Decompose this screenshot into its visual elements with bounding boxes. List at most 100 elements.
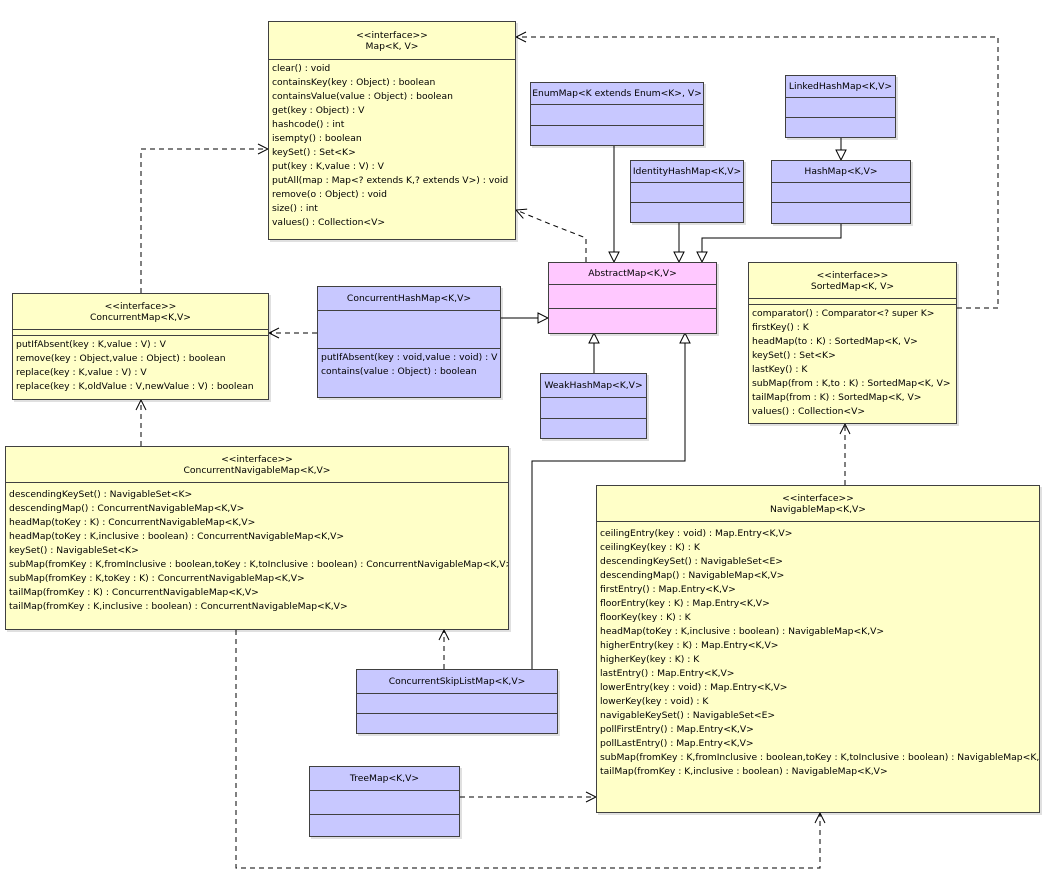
concurrentnavigablemap-header: <<interface>> ConcurrentNavigableMap<K,V… — [6, 447, 508, 483]
linkedhashmap-name: LinkedHashMap<K,V> — [788, 81, 893, 92]
sortedmap-name: SortedMap<K, V> — [810, 280, 895, 292]
navigablemap-operation: firstEntry() : Map.Entry<K,V> — [600, 584, 736, 595]
navigablemap-interface-box[interactable]: <<interface>> NavigableMap<K,V> ceilingE… — [596, 485, 1040, 813]
sortedmap-operation: headMap(to : K) : SortedMap<K, V> — [752, 336, 918, 347]
concurrentskiplistmap-attributes — [357, 694, 557, 714]
enummap-header: EnumMap<K extends Enum<K>, V> — [531, 83, 703, 105]
navigablemap-operation: navigableKeySet() : NavigableSet<E> — [600, 710, 776, 721]
abstractmap-attributes — [549, 285, 716, 309]
weakhashmap-attributes — [541, 398, 646, 419]
navigablemap-header: <<interface>> NavigableMap<K,V> — [597, 486, 1039, 522]
hashmap-class-box[interactable]: HashMap<K,V> — [771, 160, 911, 224]
identityhashmap-attributes — [631, 183, 743, 203]
concurrentmap-interface-box[interactable]: <<interface>> ConcurrentMap<K,V> putIfAb… — [12, 293, 269, 400]
concurrenthashmap-operation: putIfAbsent(key : void,value : void) : V — [321, 352, 498, 363]
hashmap-header: HashMap<K,V> — [772, 161, 910, 183]
concurrentnavigablemap-name: ConcurrentNavigableMap<K,V> — [183, 464, 331, 476]
sortedmap-attributes — [749, 299, 956, 305]
sortedmap-operation: firstKey() : K — [752, 322, 809, 333]
concurrenthashmap-class-box[interactable]: ConcurrentHashMap<K,V> putIfAbsent(key :… — [317, 286, 501, 398]
weakhashmap-class-box[interactable]: WeakHashMap<K,V> — [540, 373, 647, 439]
linkedhashmap-class-box[interactable]: LinkedHashMap<K,V> — [785, 75, 896, 138]
enummap-attributes — [531, 105, 703, 126]
map-operations: clear() : void containsKey(key : Object)… — [269, 60, 515, 230]
concurrenthashmap-header: ConcurrentHashMap<K,V> — [318, 287, 500, 311]
navigablemap-operation: higherEntry(key : K) : Map.Entry<K,V> — [600, 640, 779, 651]
sortedmap-header: <<interface>> SortedMap<K, V> — [749, 263, 956, 299]
abstractmap-header: AbstractMap<K,V> — [549, 263, 716, 285]
concurrentnavigablemap-operation: tailMap(fromKey : K,inclusive : boolean)… — [9, 601, 348, 612]
navigablemap-stereotype: <<interface>> — [782, 492, 854, 504]
concurrenthashmap-attributes — [318, 311, 500, 349]
map-operation: get(key : Object) : V — [272, 105, 365, 116]
sortedmap-operation: tailMap(from : K) : SortedMap<K, V> — [752, 392, 922, 403]
sortedmap-operation: values() : Collection<V> — [752, 406, 866, 417]
concurrentmap-operation: putIfAbsent(key : K,value : V) : V — [16, 339, 166, 350]
navigablemap-operation: higherKey(key : K) : K — [600, 654, 700, 665]
map-operation: remove(o : Object) : void — [272, 189, 387, 200]
concurrentmap-operations: putIfAbsent(key : K,value : V) : V remov… — [13, 336, 268, 394]
weakhashmap-header: WeakHashMap<K,V> — [541, 374, 646, 398]
navigablemap-operation: lastEntry() : Map.Entry<K,V> — [600, 668, 735, 679]
map-operation: values() : Collection<V> — [272, 217, 386, 228]
navigablemap-operation: floorEntry(key : K) : Map.Entry<K,V> — [600, 598, 770, 609]
concurrentskiplistmap-class-box[interactable]: ConcurrentSkipListMap<K,V> — [356, 669, 558, 734]
sortedmap-operations: comparator() : Comparator<? super K> fir… — [749, 305, 956, 419]
concurrentnavigablemap-operation: tailMap(fromKey : K) : ConcurrentNavigab… — [9, 587, 259, 598]
linkedhashmap-attributes — [786, 98, 895, 118]
treemap-name: TreeMap<K,V> — [349, 773, 420, 784]
abstractmap-class-box[interactable]: AbstractMap<K,V> — [548, 262, 717, 334]
map-operation: isempty() : boolean — [272, 133, 362, 144]
sortedmap-operation: keySet() : Set<K> — [752, 350, 836, 361]
concurrentnavigablemap-operations: descendingKeySet() : NavigableSet<K> des… — [6, 483, 508, 614]
map-operation: containsKey(key : Object) : boolean — [272, 77, 436, 88]
sortedmap-operation: subMap(from : K,to : K) : SortedMap<K, V… — [752, 378, 951, 389]
hashmap-name: HashMap<K,V> — [804, 166, 878, 177]
sortedmap-stereotype: <<interface>> — [816, 269, 889, 281]
map-operation: put(key : K,value : V) : V — [272, 161, 384, 172]
identityhashmap-name: IdentityHashMap<K,V> — [632, 166, 742, 177]
identityhashmap-header: IdentityHashMap<K,V> — [631, 161, 743, 183]
concurrentmap-operation: replace(key : K,oldValue : V,newValue : … — [16, 381, 254, 392]
identityhashmap-operations — [631, 203, 743, 222]
navigablemap-operation: pollFirstEntry() : Map.Entry<K,V> — [600, 724, 754, 735]
concurrentnavigablemap-operation: subMap(fromKey : K,toKey : K) : Concurre… — [9, 573, 305, 584]
hashmap-attributes — [772, 183, 910, 203]
enummap-operations — [531, 126, 703, 145]
navigablemap-operation: ceilingKey(key : K) : K — [600, 542, 700, 553]
weakhashmap-name: WeakHashMap<K,V> — [544, 380, 643, 391]
concurrenthashmap-operation: contains(value : Object) : boolean — [321, 366, 477, 377]
enummap-name: EnumMap<K extends Enum<K>, V> — [532, 88, 702, 99]
sortedmap-interface-box[interactable]: <<interface>> SortedMap<K, V> comparator… — [748, 262, 957, 424]
map-interface-box[interactable]: <<interface>> Map<K, V> clear() : void c… — [268, 21, 516, 240]
treemap-class-box[interactable]: TreeMap<K,V> — [309, 766, 460, 837]
navigablemap-operation: descendingMap() : NavigableMap<K,V> — [600, 570, 785, 581]
concurrentnavigablemap-interface-box[interactable]: <<interface>> ConcurrentNavigableMap<K,V… — [5, 446, 509, 630]
link-hashmap-abstractmap — [702, 224, 842, 262]
map-stereotype: <<interface>> — [356, 29, 428, 41]
navigablemap-operation: lowerEntry(key : void) : Map.Entry<K,V> — [600, 682, 788, 693]
concurrentnavigablemap-operation: descendingKeySet() : NavigableSet<K> — [9, 489, 193, 500]
concurrentmap-attributes — [13, 330, 268, 336]
map-operation: putAll(map : Map<? extends K,? extends V… — [272, 175, 509, 186]
enummap-class-box[interactable]: EnumMap<K extends Enum<K>, V> — [530, 82, 704, 146]
concurrentskiplistmap-header: ConcurrentSkipListMap<K,V> — [357, 670, 557, 694]
concurrentmap-name: ConcurrentMap<K,V> — [89, 311, 192, 323]
sortedmap-operation: lastKey() : K — [752, 364, 808, 375]
linkedhashmap-operations — [786, 118, 895, 137]
link-abstractmap-map — [516, 210, 587, 262]
map-operation: hashcode() : int — [272, 119, 345, 130]
link-concurrentmap-map — [140, 149, 268, 293]
concurrentnavigablemap-operation: headMap(toKey : K,inclusive : boolean) :… — [9, 531, 345, 542]
concurrentmap-stereotype: <<interface>> — [104, 300, 177, 312]
map-header: <<interface>> Map<K, V> — [269, 22, 515, 60]
navigablemap-operation: tailMap(fromKey : K,inclusive : boolean)… — [600, 766, 888, 777]
map-name: Map<K, V> — [365, 40, 419, 52]
navigablemap-operation: headMap(toKey : K,inclusive : boolean) :… — [600, 626, 885, 637]
navigablemap-operation: pollLastEntry() : Map.Entry<K,V> — [600, 738, 754, 749]
concurrentnavigablemap-operation: keySet() : NavigableSet<K> — [9, 545, 139, 556]
abstractmap-operations — [549, 309, 716, 333]
map-operation: clear() : void — [272, 63, 331, 74]
map-operation: containsValue(value : Object) : boolean — [272, 91, 453, 102]
identityhashmap-class-box[interactable]: IdentityHashMap<K,V> — [630, 160, 744, 223]
